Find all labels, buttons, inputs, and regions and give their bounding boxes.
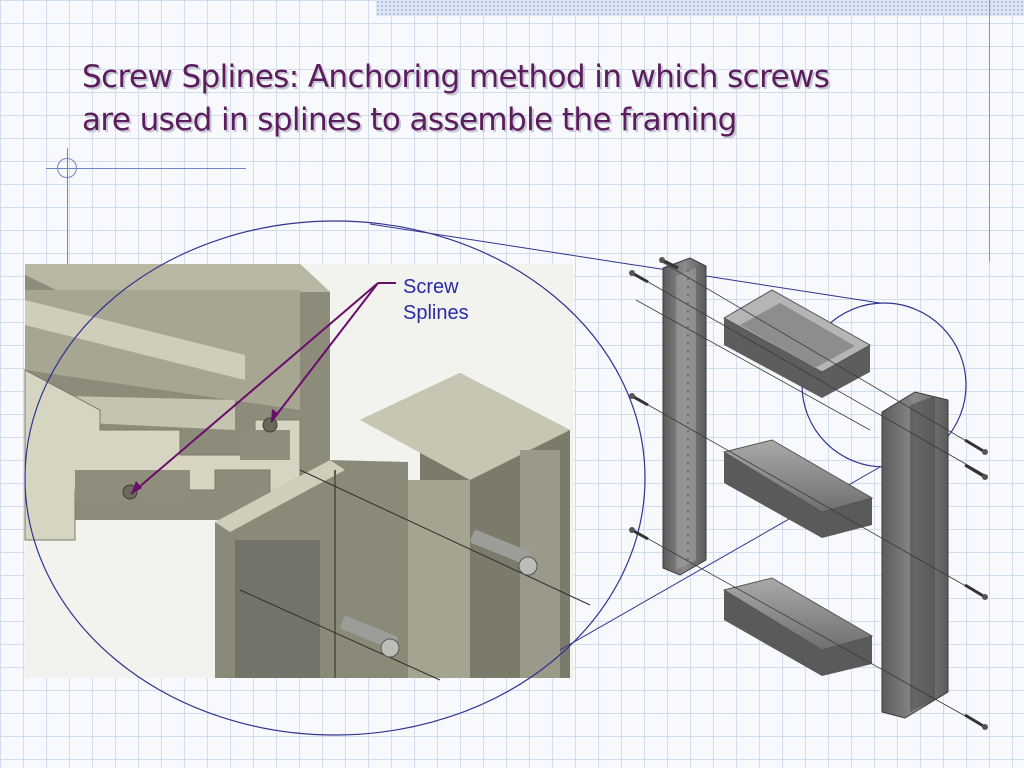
screw bbox=[964, 713, 988, 730]
decorative-crosshair-vertical bbox=[67, 148, 68, 264]
bottom-horizontal-member bbox=[722, 577, 874, 676]
screw-splines-callout-label: Screw Splines bbox=[403, 274, 469, 326]
slide-title: Screw Splines: Anchoring method in which… bbox=[82, 56, 982, 142]
screw bbox=[629, 270, 649, 284]
decorative-crosshair-horizontal bbox=[46, 168, 246, 169]
top-horizontal-member bbox=[722, 289, 872, 398]
screw-detail bbox=[239, 469, 591, 681]
horizontal-profile-detail bbox=[24, 264, 330, 541]
top-decorative-band bbox=[376, 0, 1024, 16]
screw bbox=[629, 527, 649, 541]
screw bbox=[964, 438, 988, 455]
screw bbox=[964, 583, 988, 600]
callout-line-1: Screw bbox=[403, 276, 459, 298]
decorative-crosshair-ring bbox=[57, 158, 77, 178]
screw bbox=[964, 463, 988, 480]
middle-horizontal-member bbox=[722, 439, 874, 538]
callout-line-2: Splines bbox=[403, 302, 469, 324]
screw bbox=[659, 257, 679, 270]
screw-splines-callout-arrows bbox=[130, 282, 396, 495]
screw-axis-lines bbox=[635, 261, 986, 728]
title-line-2: are used in splines to assemble the fram… bbox=[82, 102, 737, 138]
title-line-1: Screw Splines: Anchoring method in which… bbox=[82, 59, 830, 95]
zoom-connector-top bbox=[369, 223, 881, 304]
zoom-detail-image bbox=[24, 264, 591, 681]
screw bbox=[629, 393, 649, 407]
right-mullion bbox=[881, 391, 949, 719]
screw-set bbox=[629, 257, 988, 730]
zoom-outline-large bbox=[24, 220, 646, 736]
decorative-vertical-rule bbox=[989, 0, 990, 262]
exploded-assembly bbox=[629, 257, 988, 730]
left-mullion bbox=[662, 257, 707, 576]
